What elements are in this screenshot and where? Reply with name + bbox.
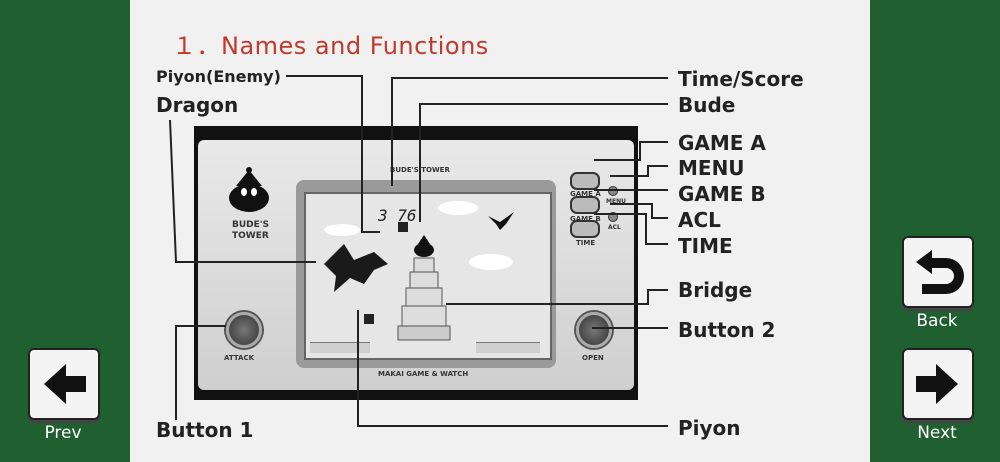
platform-right — [476, 342, 540, 353]
prev-label[interactable]: Prev — [44, 423, 82, 443]
label-button-1: Button 1 — [156, 418, 254, 442]
cloud-icon — [438, 201, 478, 215]
prev-button[interactable] — [28, 348, 100, 420]
time-button[interactable] — [570, 220, 600, 238]
next-button[interactable] — [902, 348, 974, 420]
arrow-right-icon — [916, 364, 958, 404]
label-piyon: Piyon — [678, 416, 741, 440]
screen-frame: 3 76 — [296, 180, 556, 368]
label-game-b: GAME B — [678, 182, 766, 206]
bude-logo-icon — [229, 167, 269, 212]
label-bridge: Bridge — [678, 278, 753, 302]
return-arrow-icon — [916, 250, 964, 294]
arrow-left-icon — [44, 364, 86, 404]
page-title: １．Names and Functions — [172, 32, 489, 60]
game-a-button[interactable] — [570, 172, 600, 190]
attack-small-label: ATTACK — [224, 354, 255, 362]
label-menu: MENU — [678, 156, 745, 180]
back-button[interactable] — [902, 236, 974, 308]
bude-icon — [414, 235, 434, 257]
piyon-icon — [364, 314, 374, 324]
device-body: BUDE'S TOWER BUDE'S TOWER 3 76 — [198, 140, 634, 390]
dragon-icon — [324, 244, 388, 292]
game-b-button[interactable] — [570, 196, 600, 214]
time-small-label: TIME — [576, 239, 596, 247]
acl-small-label: ACL — [608, 224, 621, 231]
label-button-2: Button 2 — [678, 318, 776, 342]
label-piyon-enemy: Piyon(Enemy) — [156, 67, 281, 86]
next-label[interactable]: Next — [917, 423, 957, 443]
back-label[interactable]: Back — [916, 311, 958, 331]
piyon-enemy-icon — [398, 222, 408, 232]
platform-left — [310, 342, 370, 353]
acl-button[interactable] — [608, 212, 618, 222]
label-game-a: GAME A — [678, 131, 766, 155]
cloud-icon — [469, 254, 513, 270]
enemy-bird-icon — [488, 212, 514, 230]
open-small-label: OPEN — [582, 354, 604, 362]
score-display: 3 76 — [378, 206, 417, 225]
open-button[interactable] — [576, 312, 612, 348]
attack-button[interactable] — [226, 312, 262, 348]
device-footer: MAKAI GAME & WATCH — [378, 370, 469, 378]
cloud-icon — [324, 224, 360, 236]
game-a-small-label: GAME A — [570, 190, 601, 198]
device-logo-line1: BUDE'S — [232, 220, 270, 230]
tower-icon — [397, 257, 451, 341]
game-b-small-label: GAME B — [570, 215, 601, 223]
label-time-score: Time/Score — [678, 67, 804, 91]
label-time: TIME — [678, 234, 733, 258]
menu-small-label: MENU — [606, 198, 626, 205]
label-dragon: Dragon — [156, 93, 239, 117]
label-acl: ACL — [678, 208, 721, 232]
label-bude: Bude — [678, 93, 736, 117]
device-logo-line2: TOWER — [232, 231, 269, 241]
lcd-screen: 3 76 — [304, 192, 552, 360]
